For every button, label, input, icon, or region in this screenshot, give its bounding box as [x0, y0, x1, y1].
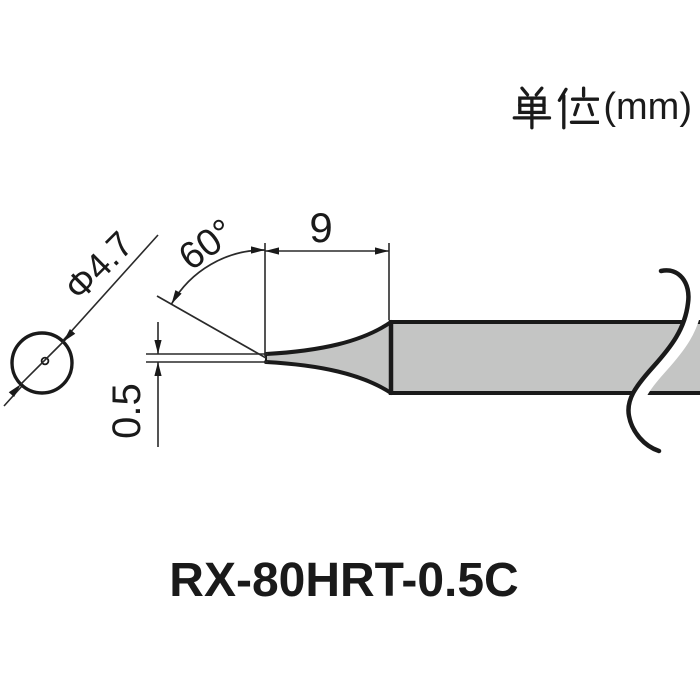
unit-note: (mm)	[511, 84, 692, 132]
kanji-stroke	[520, 86, 530, 97]
cone-fill	[266, 322, 391, 393]
break-line	[626, 268, 691, 454]
model-number: RX-80HRT-0.5C	[169, 554, 519, 607]
unit-suffix-label: (mm)	[603, 86, 692, 128]
diameter-arrow-bottom	[8, 384, 21, 398]
length-arrow-right	[375, 247, 389, 255]
tip-width-arrow-down	[154, 340, 162, 354]
diameter-arrow-top	[63, 328, 76, 342]
angle-arrow-top	[251, 246, 265, 254]
cone-top-edge	[264, 320, 393, 356]
angle-callout	[156, 246, 267, 359]
kanji-stroke	[535, 86, 544, 97]
kanji-stroke	[587, 103, 595, 117]
end-view	[3, 234, 159, 407]
length-label: 9	[309, 204, 333, 251]
break-line-gap	[629, 263, 700, 458]
tip-width-label: 0.5	[105, 383, 149, 439]
length-dimension	[264, 243, 390, 356]
tip-width-arrow-up	[154, 362, 162, 376]
angle-arrow-bottom	[171, 290, 182, 304]
angle-slant-line	[156, 295, 267, 359]
tip-width-dimension	[146, 322, 268, 447]
shaft-body	[264, 263, 700, 458]
unit-kanji-glyphs	[513, 86, 600, 130]
cone-bottom-edge	[264, 360, 393, 395]
length-arrow-left	[265, 247, 279, 255]
kanji-stroke	[573, 103, 581, 117]
diameter-chord	[20, 338, 67, 385]
